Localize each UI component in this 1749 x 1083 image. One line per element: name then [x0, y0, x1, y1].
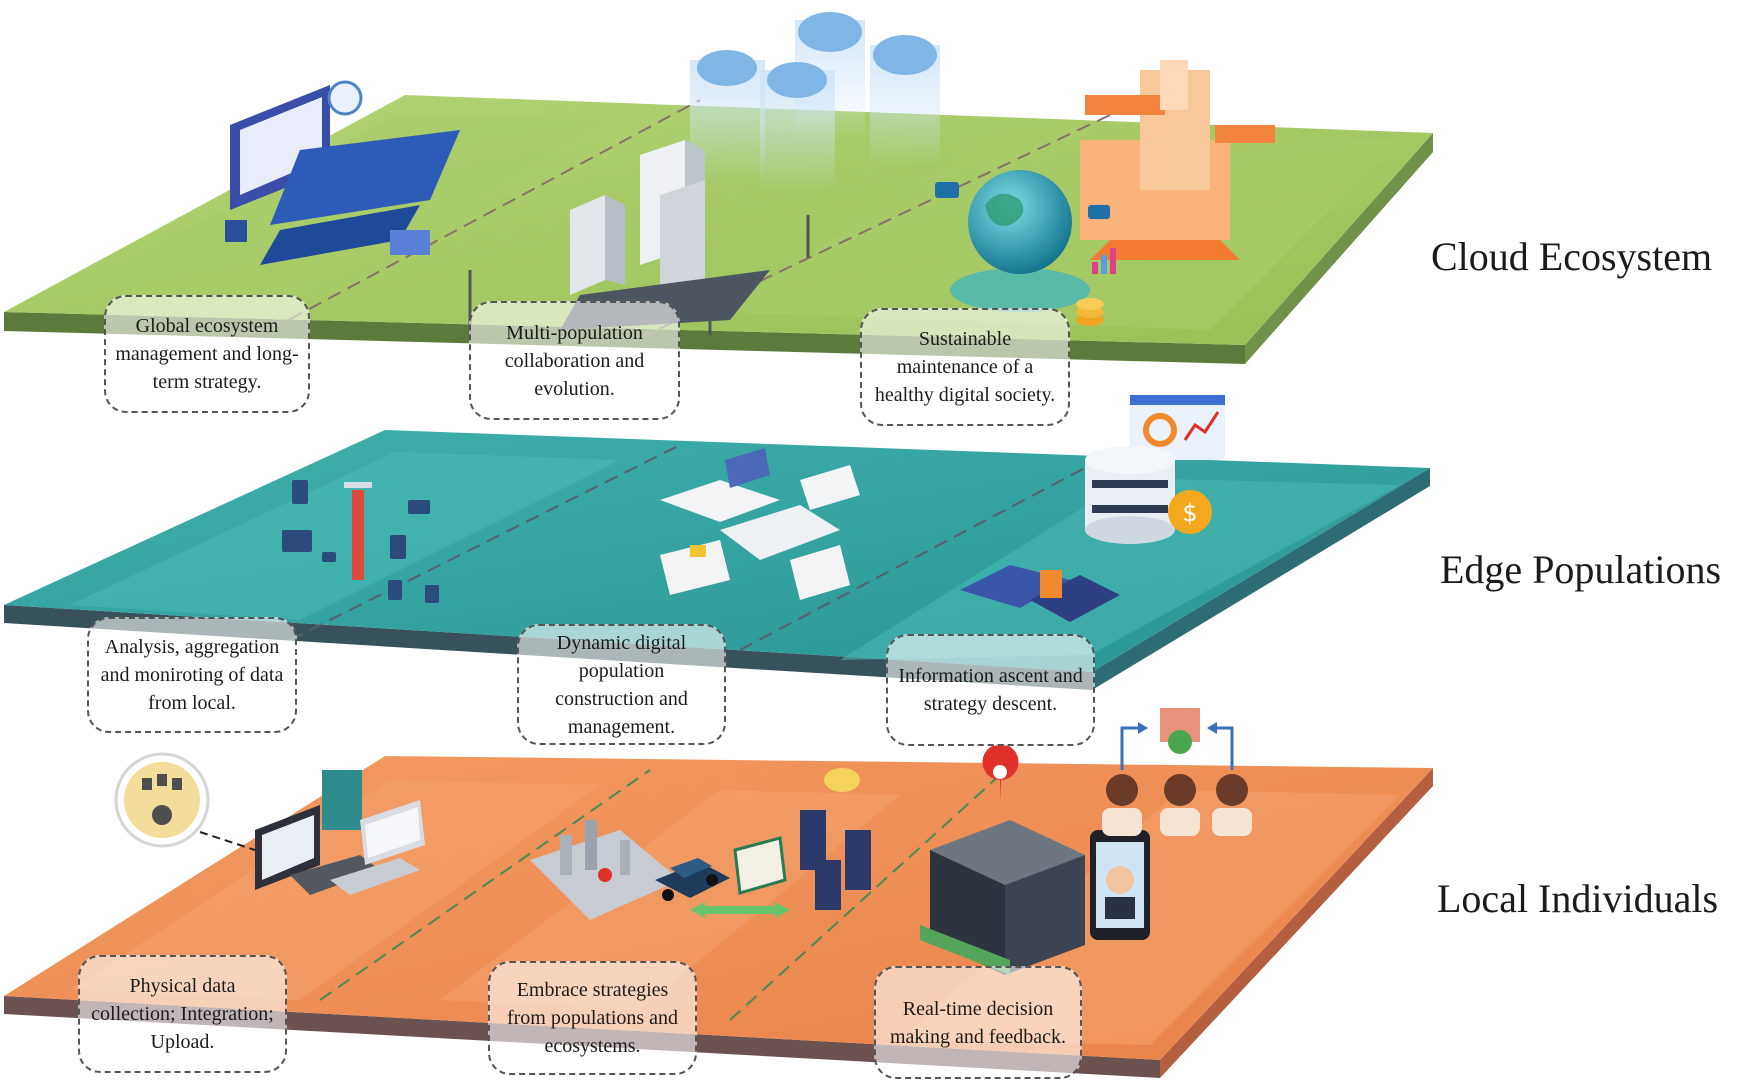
- cloud-columns: [690, 12, 940, 190]
- callout-text: Multi-population collaboration and evolu…: [504, 321, 645, 400]
- arrow-up-icon: [1120, 708, 1234, 770]
- smart-city-icon: [1080, 60, 1275, 260]
- callout-global-ecosystem-management: Global ecosystem management and long-ter…: [104, 295, 310, 413]
- isometric-workstation-icon: [960, 565, 1120, 622]
- cloud-ecosystem-layer: [4, 12, 1433, 364]
- data-gear-icon: [114, 752, 256, 851]
- local-road-1: [319, 769, 651, 1001]
- callout-analysis-aggregation-monitoring: Analysis, aggregation and moniroting of …: [87, 617, 297, 733]
- callout-real-time-decision: Real-time decision making and feedback.: [874, 966, 1082, 1079]
- data-center-icon: [660, 448, 860, 600]
- callout-text: Sustainable maintenance of a healthy dig…: [874, 328, 1056, 406]
- edge-road-1: [289, 444, 681, 641]
- edge-road-2: [739, 459, 1101, 651]
- callout-dynamic-digital-population: Dynamic digital population construction …: [517, 624, 726, 745]
- callout-text: Real-time decision making and feedback.: [889, 997, 1067, 1048]
- callout-information-ascent: Information ascent and strategy descent.: [886, 634, 1095, 746]
- cloud-icon: [327, 80, 363, 116]
- layer-label-edge-populations: Edge Populations: [1440, 547, 1722, 592]
- cell-tower-icon: [344, 482, 372, 580]
- cloud-road-1: [269, 99, 701, 331]
- office-building-icon: [920, 820, 1085, 975]
- local-road-2: [729, 774, 1001, 1021]
- callout-multi-population-collaboration: Multi-population collaboration and evolu…: [469, 301, 680, 420]
- edge-layer-side-right: [1092, 468, 1430, 690]
- callout-text: Dynamic digital population construction …: [555, 631, 688, 738]
- dashboard-screens-icon: [225, 85, 460, 265]
- edge-plot-2: [840, 478, 1400, 660]
- cloud-layer-side-right: [1245, 133, 1433, 364]
- bar-chart-icon: [1092, 248, 1116, 274]
- local-plot-1: [70, 780, 600, 1000]
- coins-icon: [1076, 298, 1104, 326]
- car-icon: [655, 858, 730, 901]
- database-icon: [1085, 446, 1175, 544]
- book-icon: [733, 836, 787, 895]
- globe-icon: [950, 170, 1090, 312]
- layer-label-local-individuals: Local Individuals: [1437, 876, 1719, 921]
- analytics-dashboard-icon: [1130, 395, 1225, 460]
- callout-text: Global ecosystem management and long-ter…: [115, 315, 299, 393]
- computer-workstation-icon: [255, 770, 380, 895]
- person-icon: [1102, 774, 1252, 836]
- callout-embrace-strategies: Embrace strategies from populations and …: [488, 961, 697, 1075]
- location-pin-icon: [598, 744, 1019, 882]
- smartphone-icon: [1090, 830, 1150, 940]
- server-icon: [800, 768, 871, 910]
- callout-text: Embrace strategies from populations and …: [506, 979, 679, 1057]
- sync-arrows-icon: [690, 902, 790, 918]
- callout-text: Information ascent and strategy descent.: [898, 665, 1083, 715]
- layer-label-cloud-ecosystem: Cloud Ecosystem: [1431, 234, 1713, 279]
- edge-populations-layer: $: [4, 395, 1430, 690]
- edge-plot-1: [70, 452, 620, 620]
- laptop-icon: [330, 800, 425, 895]
- svg-text:$: $: [1182, 499, 1197, 527]
- callout-physical-data-collection: Physical data collection; Integration; U…: [78, 955, 287, 1073]
- callout-text: Analysis, aggregation and moniroting of …: [100, 636, 284, 714]
- iot-devices-icon: [282, 480, 439, 603]
- callout-text: Physical data collection; Integration; U…: [91, 975, 274, 1053]
- dollar-coin-icon: $: [1168, 490, 1212, 534]
- callout-sustainable-maintenance: Sustainable maintenance of a healthy dig…: [860, 308, 1070, 426]
- local-layer-side-right: [1160, 768, 1433, 1078]
- cloud-plot-1: [60, 115, 600, 320]
- chat-bubble-icon: [935, 182, 1110, 219]
